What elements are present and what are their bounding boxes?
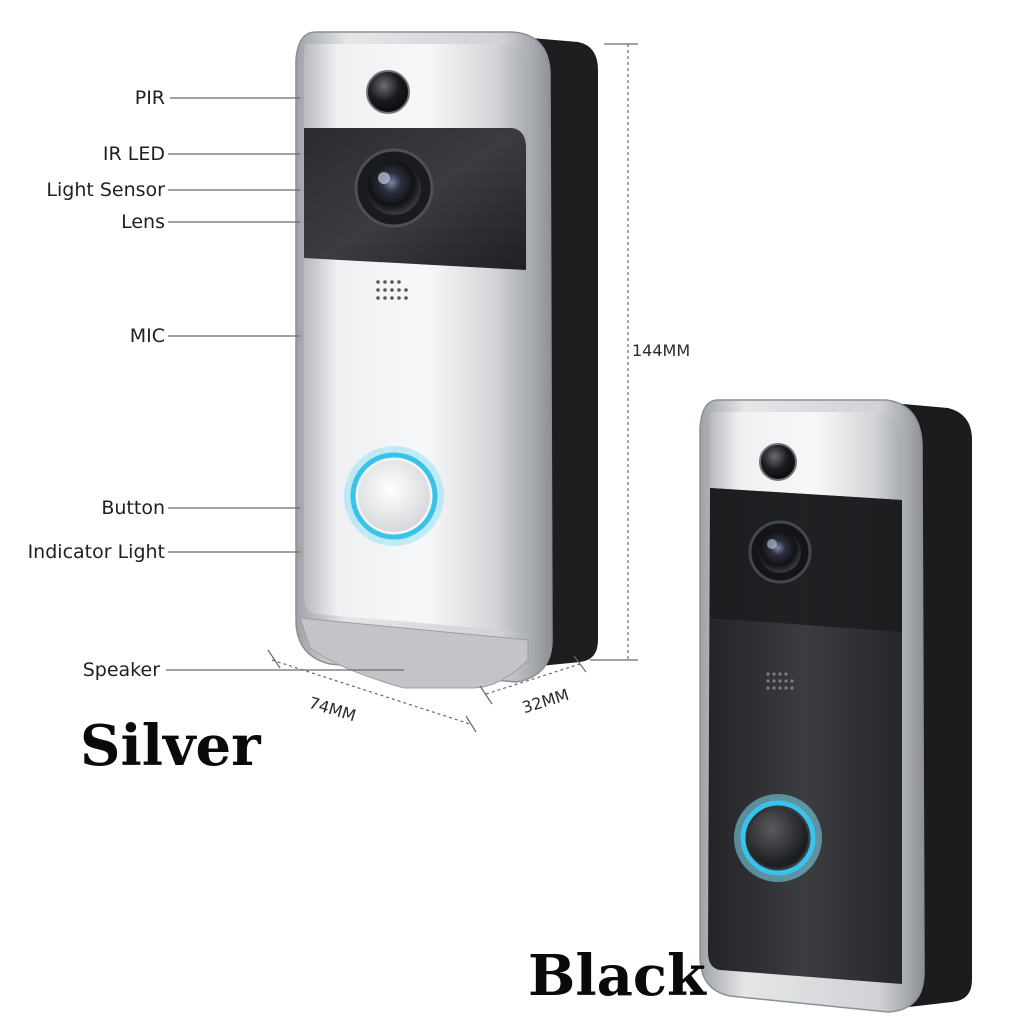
black-lens-glint [767, 539, 777, 549]
label-speaker: Speaker [82, 659, 160, 681]
silver-pir-sensor [366, 70, 410, 114]
callout-lines [166, 97, 404, 671]
label-indicator-light: Indicator Light [27, 541, 165, 563]
silver-lens [367, 161, 421, 215]
variant-black-title: Black [528, 943, 706, 1009]
label-pir: PIR [134, 87, 165, 109]
dimension-height: 144MM [632, 341, 691, 360]
silver-indicator-glow [344, 446, 444, 546]
silver-indicator-ring [350, 452, 438, 540]
black-mic-holes [766, 672, 794, 690]
silver-button [358, 460, 430, 532]
label-button: Button [101, 497, 165, 519]
label-light-sensor: Light Sensor [46, 179, 165, 201]
black-doorbell [699, 399, 972, 1013]
label-ir-led: IR LED [102, 143, 165, 165]
black-button [748, 808, 808, 868]
dimension-lines [267, 43, 638, 733]
black-indicator-glow [734, 794, 822, 882]
black-top-face [710, 412, 902, 500]
label-lens: Lens [121, 211, 165, 233]
label-mic: MIC [129, 325, 165, 347]
black-pir-sensor [759, 443, 797, 481]
silver-lens-glint [378, 172, 390, 184]
variant-silver-title: Silver [80, 713, 261, 779]
silver-mic-holes [376, 280, 408, 300]
black-indicator-ring [740, 800, 816, 876]
silver-doorbell [295, 31, 598, 689]
black-lens [759, 531, 801, 573]
